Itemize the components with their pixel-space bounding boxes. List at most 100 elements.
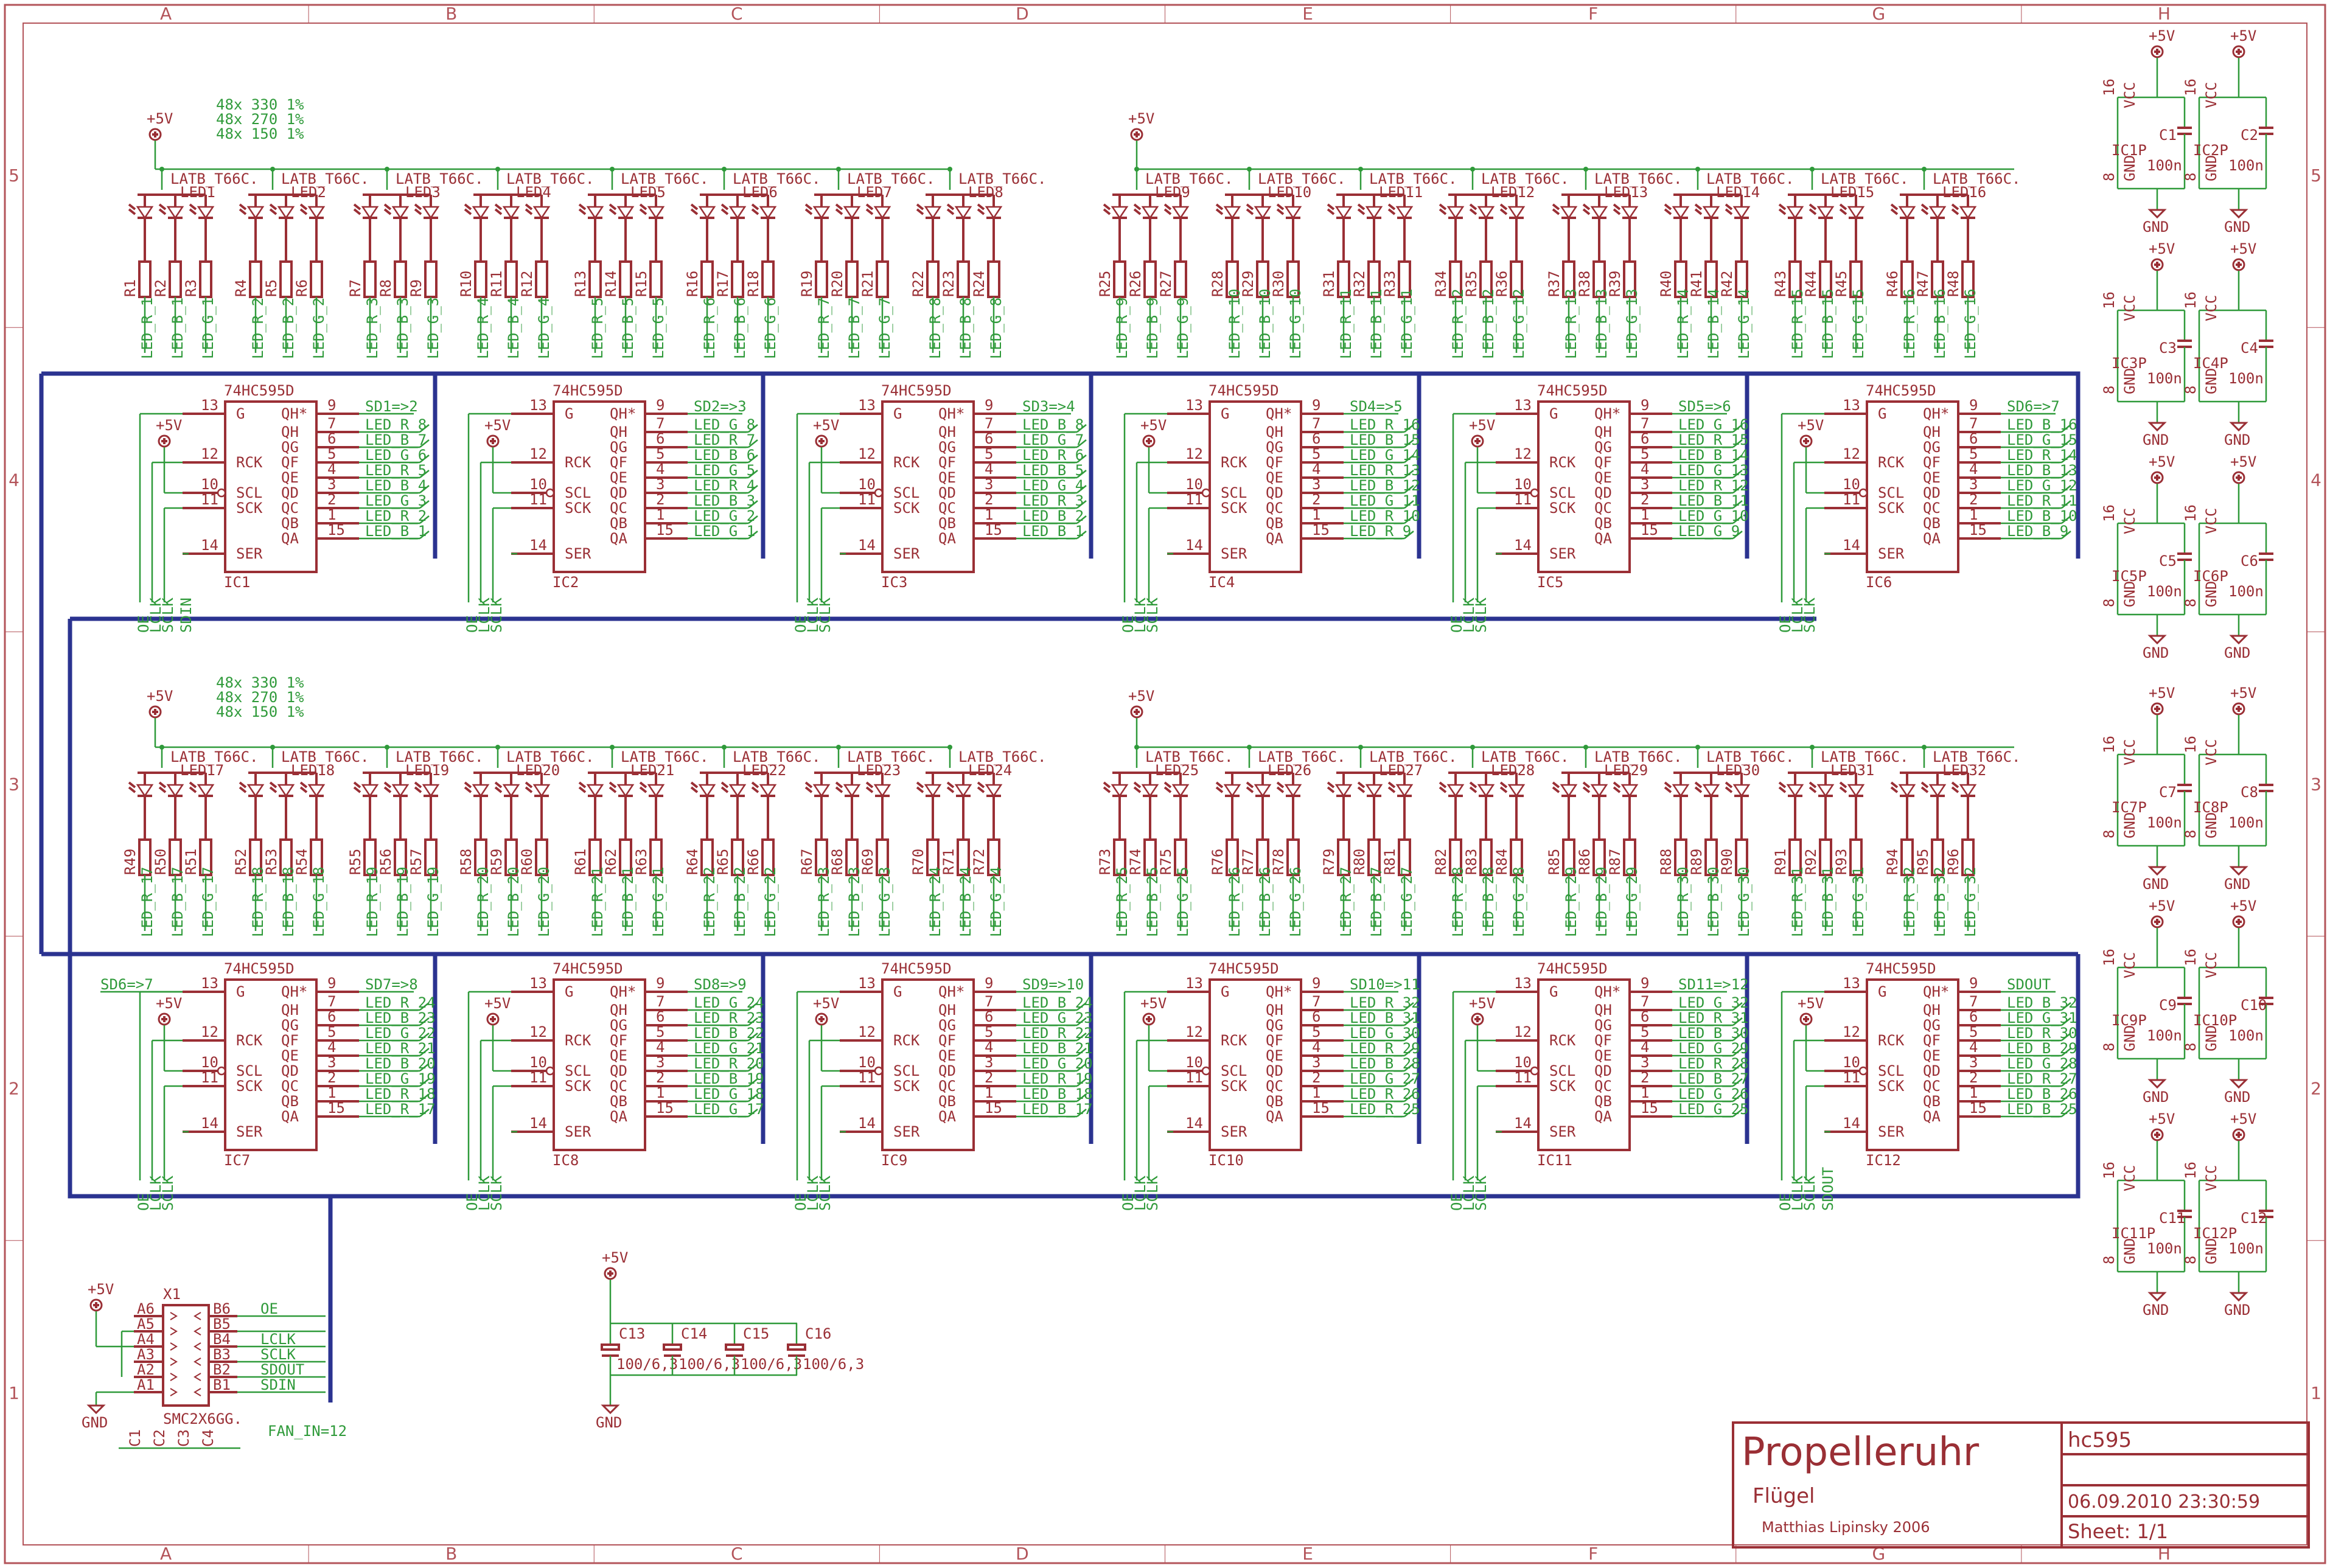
ic-serial-out: SD1=>2 — [365, 398, 418, 415]
vcc-symbol — [2232, 915, 2245, 929]
led-net-label: LED_B_16 — [1931, 288, 1948, 359]
ic-pin-number: 6 — [985, 430, 993, 447]
ic-pin-name: G — [1549, 405, 1558, 422]
ic-pin-number: 10 — [858, 1054, 876, 1071]
ic-output-net: LED_B_30 — [1678, 1025, 1749, 1042]
ic-output-net: LED_G_12 — [2007, 477, 2077, 494]
ic-output-net: LED_R_25 — [1350, 1101, 1420, 1118]
connector-shield-pin: C4 — [200, 1429, 217, 1447]
ic-pin-name: QE — [1594, 469, 1612, 486]
gnd-label: GND — [2224, 218, 2250, 235]
ic-pin-number: 11 — [858, 1069, 876, 1086]
led-diode — [422, 784, 440, 798]
led-net-label: LED_R_10 — [1226, 288, 1243, 359]
led-package-label: LATB_T66C. — [621, 748, 709, 765]
ic-pin-number: 6 — [327, 430, 336, 447]
ic-name: IC10 — [1209, 1152, 1244, 1169]
ic-pin-name: QH — [938, 1002, 956, 1019]
led-diode — [812, 784, 831, 798]
vcc-symbol — [1471, 1012, 1484, 1026]
ic-pin-name: QB — [938, 1093, 956, 1110]
vcc-symbol — [2232, 1128, 2245, 1141]
connector-pin: B2 — [213, 1361, 231, 1378]
led-net-label: LED_B_11 — [1368, 288, 1385, 359]
vcc-label: +5V — [813, 995, 839, 1012]
ic-pin-number: 15 — [656, 521, 674, 538]
gnd-symbol — [2147, 635, 2167, 645]
led-net-label: LED_B_27 — [1368, 866, 1385, 937]
cap-name: C1 — [2159, 127, 2177, 144]
ic-output-net: LED_G_15 — [2007, 431, 2077, 448]
ic-pin-number: 15 — [327, 521, 345, 538]
led-net-label: LED_B_12 — [1480, 288, 1497, 359]
ic-gnd-pin: 8 — [2101, 1043, 2118, 1051]
resistor-name: R34 — [1432, 271, 1449, 297]
resistor-name: R60 — [518, 849, 535, 875]
bulk-cap-value: 100/6,3 — [803, 1356, 864, 1373]
ic-pin-number: 7 — [1969, 993, 1978, 1010]
ic-pin-number: 2 — [985, 1069, 993, 1086]
vcc-symbol — [486, 1012, 500, 1026]
vcc-symbol — [2150, 45, 2164, 58]
ic-pin-name: QH* — [938, 983, 964, 1000]
ic-serial-out: SD9=>10 — [1022, 976, 1084, 993]
ic-serial-out: SDOUT — [2007, 976, 2051, 993]
ic-control-net: SCLK — [1473, 598, 1490, 633]
resistor-name: R5 — [263, 279, 280, 297]
ic-pin-name: RCK — [1878, 454, 1905, 471]
led-name: LED4 — [516, 184, 551, 201]
resistor-note: 48x 150 1% — [216, 125, 304, 142]
vcc-label: +5V — [1140, 995, 1167, 1012]
led-name: LED2 — [291, 184, 326, 201]
ic-pin-name: RCK — [236, 1032, 263, 1049]
led-diode — [698, 784, 716, 798]
ic-pin-name: QC — [281, 500, 299, 517]
resistor — [424, 260, 438, 298]
resistor-name: R70 — [910, 849, 927, 875]
ic-pin-number: 11 — [201, 1069, 218, 1086]
ic-pin-number: 2 — [1641, 491, 1649, 508]
ic-pin-number: 4 — [656, 1039, 664, 1056]
led-net-label: LED_G_10 — [1287, 288, 1304, 359]
ic-pin-name: SER — [236, 545, 263, 562]
ic-pin-number: 12 — [1514, 1023, 1532, 1040]
ic-pin-name: RCK — [1221, 454, 1247, 471]
led-net-label: LED_R_23 — [815, 866, 832, 937]
ic-pin-name: QA — [281, 1108, 299, 1125]
led-net-label: LED_B_15 — [1819, 288, 1836, 359]
ic-power-name: IC1P — [2112, 142, 2147, 159]
ic-pin-number: 11 — [1843, 491, 1860, 508]
led-package-label: LATB_T66C. — [958, 170, 1047, 187]
ic-pin-name: QB — [281, 515, 299, 532]
ic-output-net: LED_G_24 — [694, 994, 764, 1011]
frame-column-label: D — [1016, 1544, 1029, 1564]
led-net-label: LED_R_3 — [364, 298, 381, 359]
ic-output-net: LED_B_32 — [2007, 994, 2077, 1011]
bulk-cap-name: C14 — [681, 1325, 707, 1342]
vcc-label: +5V — [2230, 27, 2256, 44]
cap-value: 100n — [2147, 1027, 2182, 1044]
ic-pin-name: QF — [1923, 1032, 1941, 1049]
led-diode — [532, 784, 551, 798]
ic-pin-number: 13 — [201, 397, 218, 414]
ic-output-net: LED_B_26 — [2007, 1085, 2077, 1103]
ic-pin-name: QC — [1594, 1078, 1612, 1095]
ic-pin-inversion — [1530, 1066, 1540, 1076]
ic-output-net: LED_G_10 — [1678, 507, 1749, 524]
ic-pin-number: 4 — [656, 461, 664, 478]
resistor-name: R8 — [377, 279, 394, 297]
ic-body — [1209, 978, 1302, 1151]
ic-pin-name: QF — [1594, 454, 1612, 471]
ic-pin-name: QB — [1594, 515, 1612, 532]
gnd-symbol — [2147, 422, 2167, 432]
ic-pin-number: 14 — [1514, 1115, 1532, 1132]
ic-pin-name: RCK — [1549, 1032, 1576, 1049]
led-net-label: LED_B_18 — [280, 866, 297, 937]
led-diode — [1959, 784, 1977, 798]
ic-name: IC6 — [1866, 574, 1892, 591]
resistor-name: R68 — [829, 849, 846, 875]
ic-pin-number: 10 — [201, 1054, 218, 1071]
resistor-name: R58 — [458, 849, 475, 875]
